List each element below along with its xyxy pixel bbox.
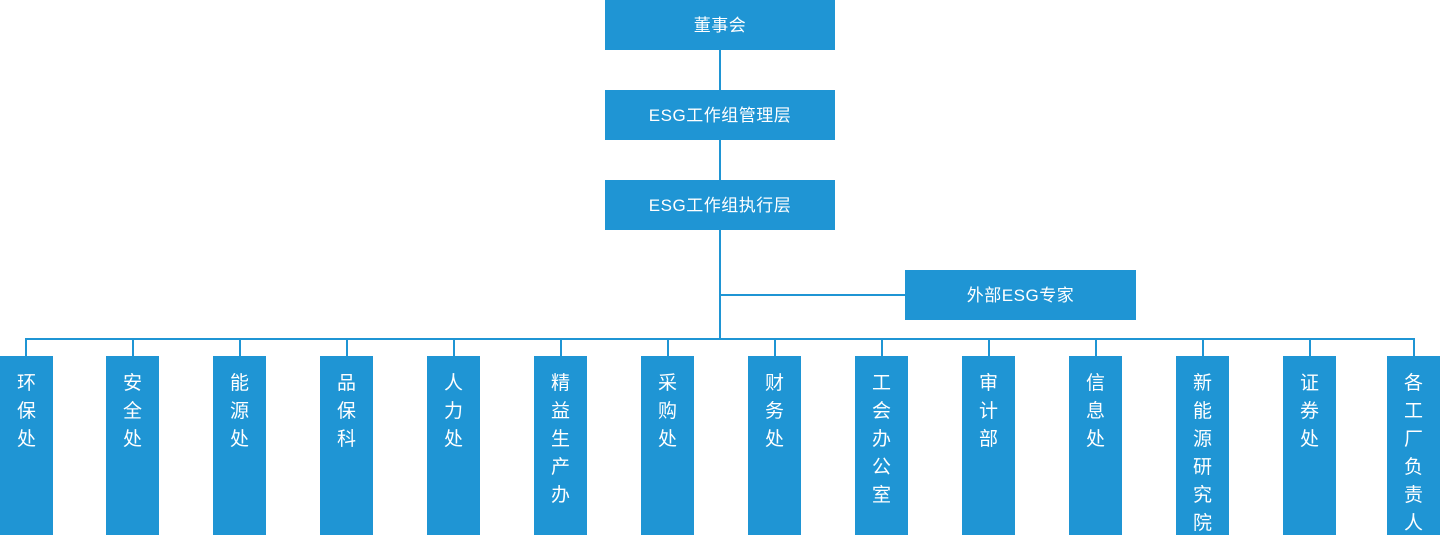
connector-bus-to-dept-13 — [1309, 338, 1311, 356]
connector-execution-trunk — [719, 230, 721, 340]
connector-trunk-to-advisor — [719, 294, 906, 296]
connector-bus-to-dept-1 — [25, 338, 27, 356]
node-department[interactable]: 新能源研究院 — [1176, 356, 1229, 535]
node-department-label: 审计部 — [979, 373, 999, 450]
connector-bus-to-dept-3 — [239, 338, 241, 356]
node-board[interactable]: 董事会 — [605, 0, 835, 50]
node-department-label: 品保科 — [337, 373, 357, 450]
node-department-label: 新能源研究院 — [1193, 373, 1213, 534]
node-department-label: 财务处 — [765, 373, 785, 450]
node-department[interactable]: 采购处 — [641, 356, 694, 535]
node-department[interactable]: 安全处 — [106, 356, 159, 535]
node-department-label: 采购处 — [658, 373, 678, 450]
node-department-label: 能源处 — [230, 373, 250, 450]
node-department-label: 人力处 — [444, 373, 464, 450]
node-department[interactable]: 信息处 — [1069, 356, 1122, 535]
connector-bus-to-dept-9 — [881, 338, 883, 356]
connector-bus-to-dept-10 — [988, 338, 990, 356]
node-department-label: 环保处 — [17, 373, 37, 450]
connector-bus-to-dept-2 — [132, 338, 134, 356]
connector-bus-to-dept-11 — [1095, 338, 1097, 356]
connector-bus-to-dept-7 — [667, 338, 669, 356]
node-execution[interactable]: ESG工作组执行层 — [605, 180, 835, 230]
node-department[interactable]: 财务处 — [748, 356, 801, 535]
node-department[interactable]: 环保处 — [0, 356, 53, 535]
connector-bus-to-dept-4 — [346, 338, 348, 356]
connector-bus-to-dept-14 — [1413, 338, 1415, 356]
node-department-label: 精益生产办 — [551, 373, 571, 506]
node-board-label: 董事会 — [693, 15, 747, 35]
node-department[interactable]: 品保科 — [320, 356, 373, 535]
node-department-label: 各工厂负责人 — [1404, 373, 1424, 534]
connector-bus-to-dept-6 — [560, 338, 562, 356]
department-bus-line — [26, 338, 1415, 340]
connector-bus-to-dept-12 — [1202, 338, 1204, 356]
connector-bus-to-dept-5 — [453, 338, 455, 356]
node-management[interactable]: ESG工作组管理层 — [605, 90, 835, 140]
node-department[interactable]: 审计部 — [962, 356, 1015, 535]
node-department[interactable]: 人力处 — [427, 356, 480, 535]
node-department-label: 工会办公室 — [872, 373, 892, 506]
connector-bus-to-dept-8 — [774, 338, 776, 356]
node-execution-label: ESG工作组执行层 — [648, 195, 792, 215]
node-external-advisor[interactable]: 外部ESG专家 — [905, 270, 1136, 320]
node-department[interactable]: 证券处 — [1283, 356, 1336, 535]
node-department[interactable]: 工会办公室 — [855, 356, 908, 535]
node-department[interactable]: 能源处 — [213, 356, 266, 535]
node-department[interactable]: 精益生产办 — [534, 356, 587, 535]
node-external-advisor-label: 外部ESG专家 — [966, 285, 1075, 305]
node-management-label: ESG工作组管理层 — [648, 105, 792, 125]
connector-board-to-management — [719, 50, 721, 90]
node-department-label: 信息处 — [1086, 373, 1106, 450]
node-department-label: 安全处 — [123, 373, 143, 450]
connector-management-to-execution — [719, 140, 721, 180]
node-department-label: 证券处 — [1300, 373, 1320, 450]
node-department[interactable]: 各工厂负责人 — [1387, 356, 1440, 535]
